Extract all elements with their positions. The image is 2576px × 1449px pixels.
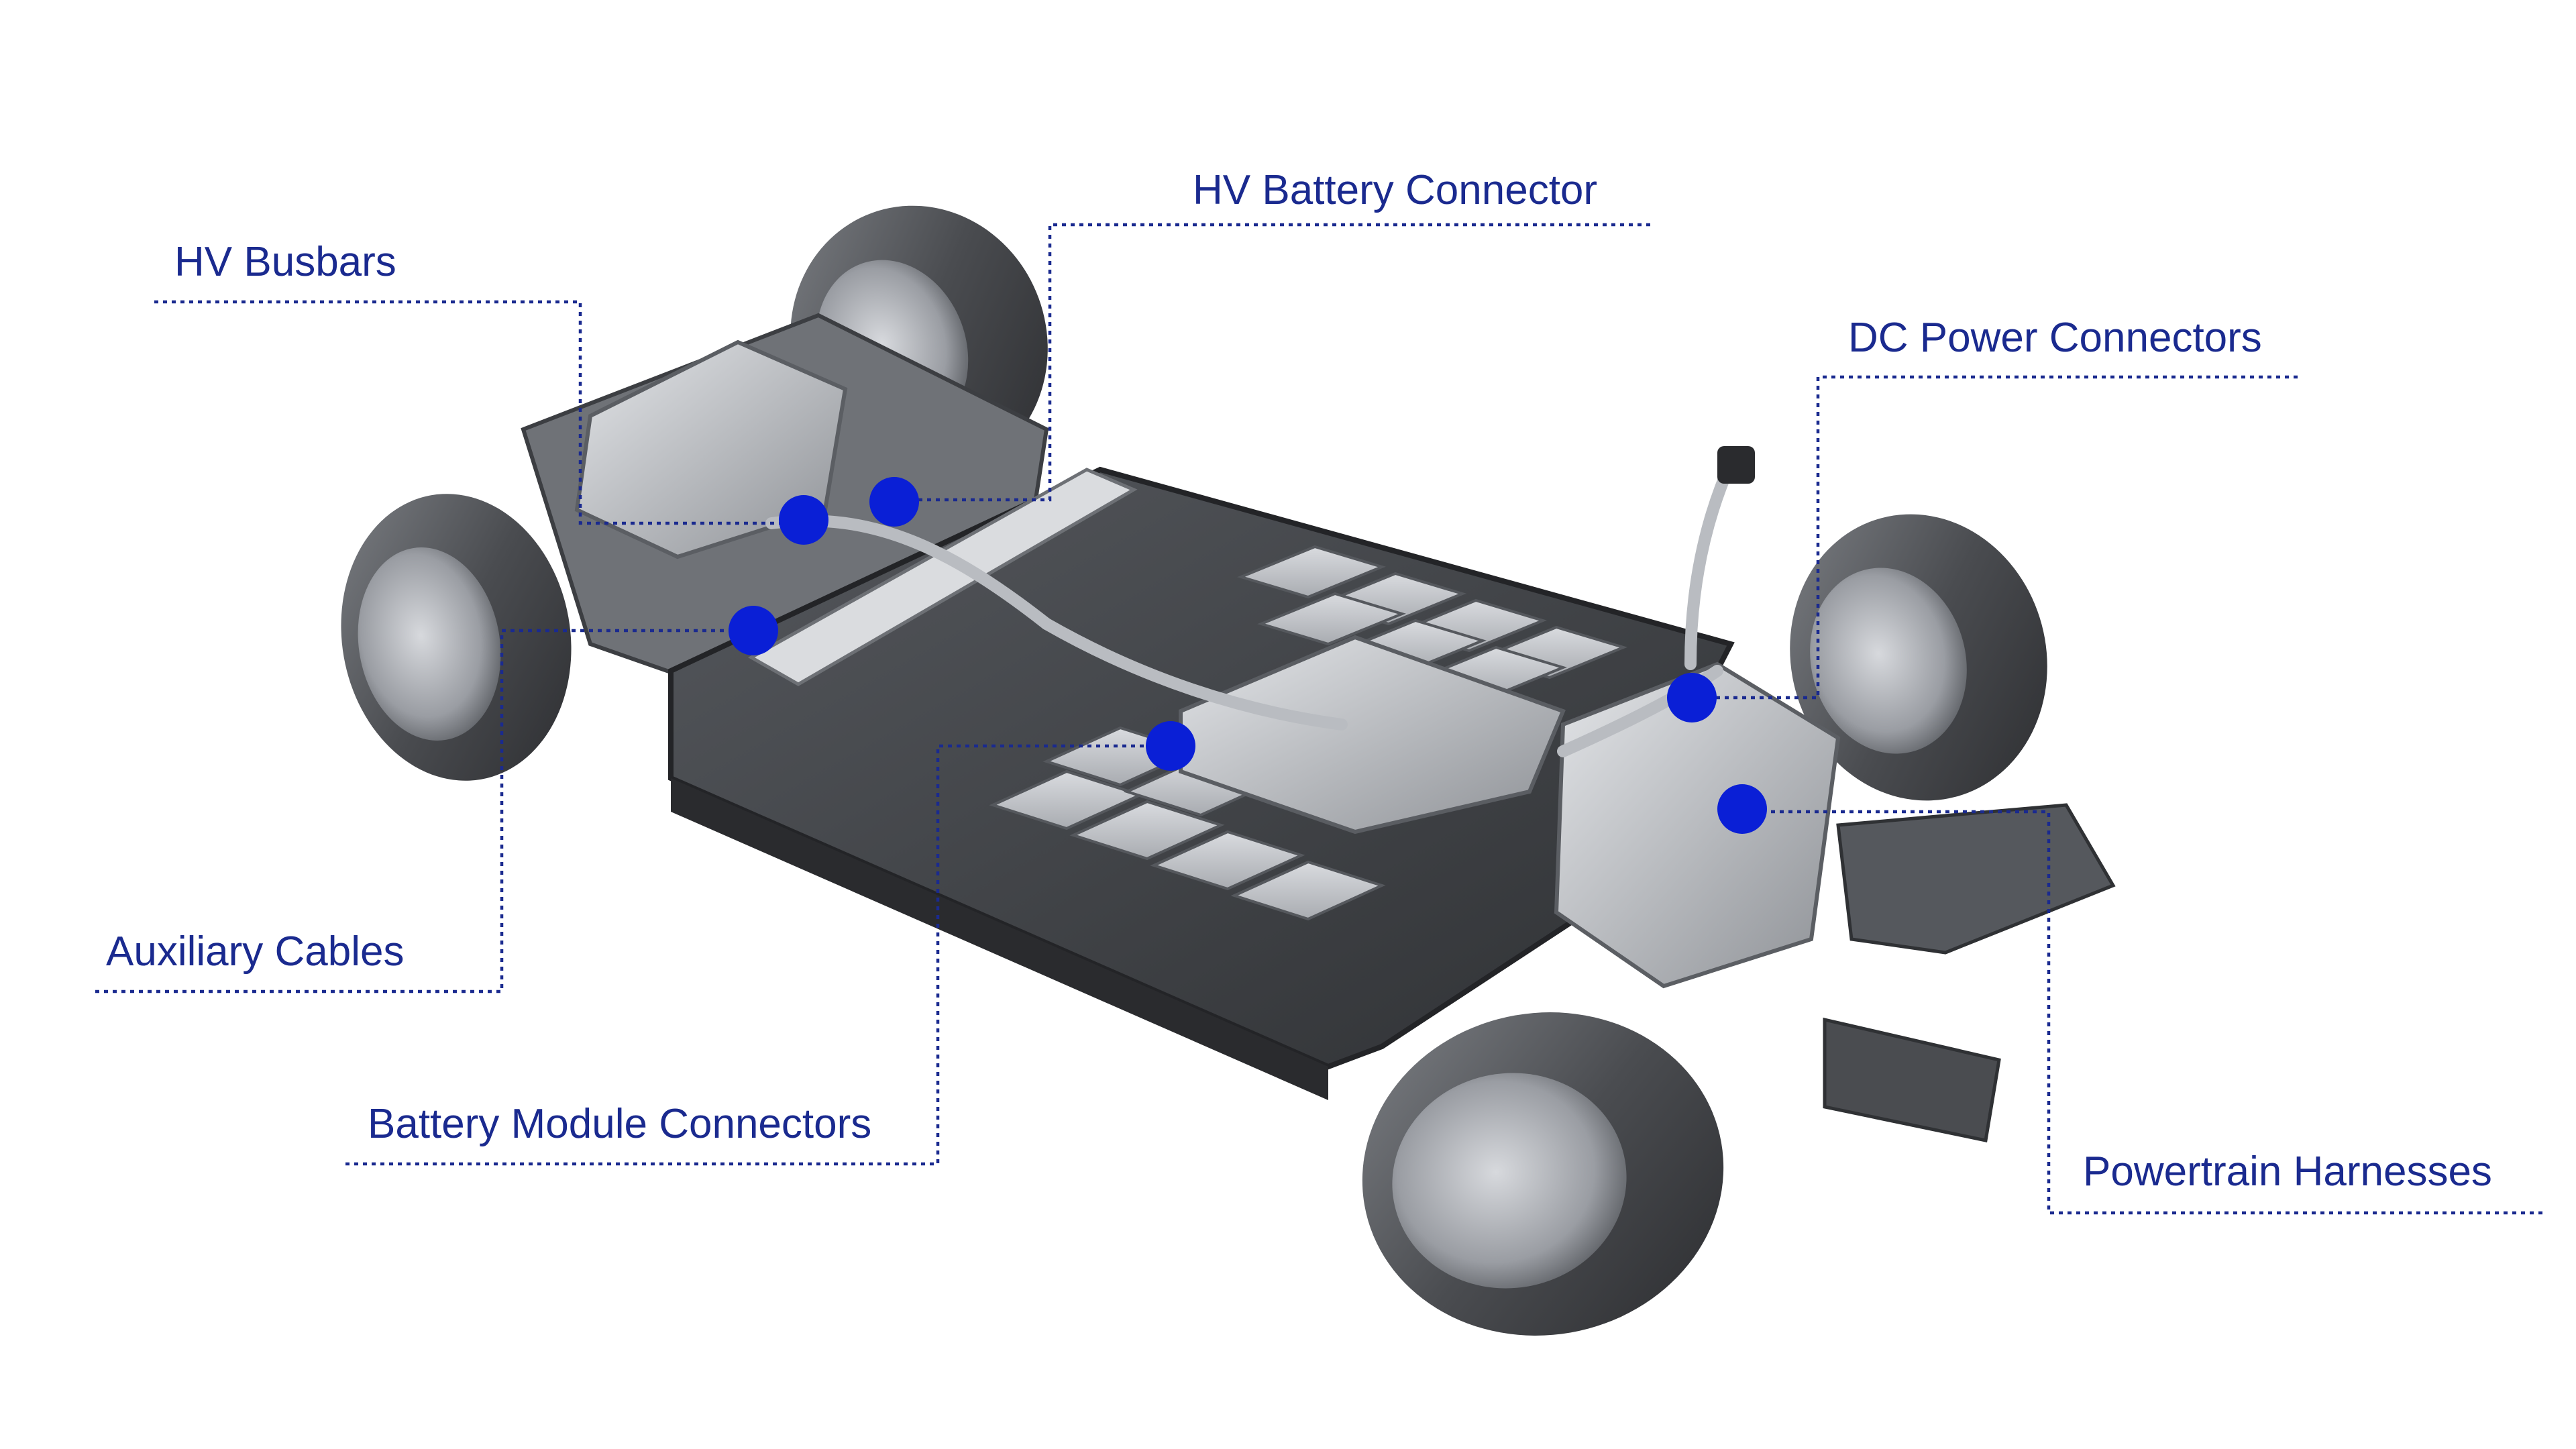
- leader-hv-battery-connector: [896, 223, 1650, 502]
- label-powertrain-harnesses: Powertrain Harnesses: [2083, 1148, 2492, 1195]
- leader-auxiliary-cables: [95, 629, 751, 994]
- front-drive-unit: [1554, 661, 1841, 989]
- ev-chassis-illustration: [341, 205, 2116, 1336]
- wheel-front-lower: [1362, 1012, 1724, 1336]
- leader-powertrain-harnesses: [1741, 810, 2542, 1215]
- battery-modules-lower: [989, 726, 1386, 921]
- marker-powertrain-harnesses: [1717, 784, 1767, 834]
- battery-junction-box: [1179, 635, 1566, 835]
- marker-dc-power-connectors: [1667, 673, 1717, 722]
- rear-module-bar: [747, 468, 1138, 686]
- leader-dc-power-connectors: [1694, 375, 2298, 700]
- marker-battery-module-connectors: [1146, 721, 1195, 771]
- label-battery-module-connectors: Battery Module Connectors: [368, 1101, 872, 1147]
- leader-battery-module-connectors: [345, 744, 1171, 1166]
- label-auxiliary-cables: Auxiliary Cables: [106, 928, 405, 975]
- label-hv-busbars: HV Busbars: [174, 239, 396, 285]
- marker-hv-battery-connector: [869, 477, 919, 527]
- label-dc-power-connectors: DC Power Connectors: [1848, 315, 2262, 361]
- callout-markers: [729, 477, 1767, 834]
- leader-lines: [95, 223, 2542, 1215]
- wheel-front-upper: [1790, 514, 2047, 801]
- leader-hv-busbars: [154, 300, 802, 525]
- charge-port: [1717, 446, 1755, 484]
- marker-auxiliary-cables: [729, 606, 778, 655]
- marker-hv-busbars: [779, 495, 828, 545]
- wheel-rear-lower: [341, 494, 572, 781]
- label-hv-battery-connector: HV Battery Connector: [1193, 167, 1598, 213]
- front-frame-rails: [1823, 803, 2116, 1142]
